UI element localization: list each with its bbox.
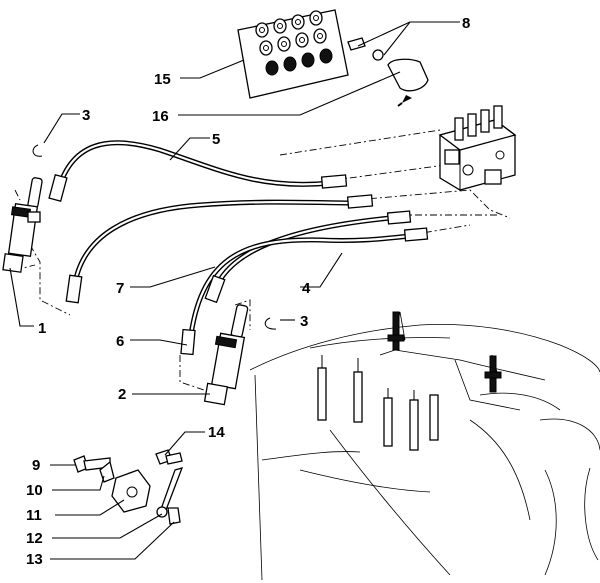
- callout-4: 4: [302, 280, 311, 297]
- callout-3-top: 3: [82, 107, 90, 124]
- callout-5: 5: [212, 131, 220, 148]
- plug-socket-hole: [295, 19, 301, 25]
- hydraulic-cylinder-left: [2, 177, 43, 273]
- plug-socket-hole: [281, 41, 287, 47]
- callout-16: 16: [152, 108, 169, 125]
- direction-arrow: [397, 95, 412, 107]
- plug-socket-hole: [313, 15, 319, 21]
- plug-socket: [319, 48, 333, 64]
- callout-9: 9: [32, 457, 40, 474]
- connector-plate: [237, 9, 349, 99]
- callout-1: 1: [38, 320, 46, 337]
- valve-block: [438, 105, 517, 191]
- plug-socket: [255, 22, 269, 38]
- callout-7: 7: [116, 280, 124, 297]
- assembly-guide-lines: [14, 129, 511, 393]
- callout-2: 2: [118, 386, 126, 403]
- hose-fittings: [48, 174, 429, 356]
- callout-14: 14: [208, 424, 225, 441]
- plug-socket: [301, 52, 315, 68]
- plug-socket: [265, 60, 279, 76]
- plug-parts: [347, 37, 429, 92]
- callout-3-right: 3: [300, 313, 308, 330]
- plug-socket: [313, 28, 327, 44]
- callout-13: 13: [26, 551, 43, 568]
- plug-socket-hole: [299, 37, 305, 43]
- circlip-parts: [32, 144, 277, 330]
- callout-11: 11: [26, 507, 42, 524]
- callout-10: 10: [26, 482, 43, 499]
- car-body-outline: [249, 311, 600, 581]
- hose-6: [71, 199, 358, 293]
- plug-socket: [295, 32, 309, 48]
- callout-15: 15: [154, 71, 171, 88]
- plug-socket-hole: [317, 33, 323, 39]
- plug-socket: [283, 56, 297, 72]
- hose-5: [54, 140, 333, 198]
- callout-8: 8: [462, 15, 470, 32]
- callout-6: 6: [116, 333, 124, 350]
- plug-socket: [291, 14, 305, 30]
- hydraulic-cylinder-right: [203, 304, 249, 406]
- plug-socket: [309, 10, 323, 26]
- plug-socket: [277, 36, 291, 52]
- plug-socket: [259, 40, 273, 56]
- plug-socket: [273, 18, 287, 34]
- callout-12: 12: [26, 530, 43, 547]
- plug-socket-hole: [263, 45, 269, 51]
- plug-socket-hole: [259, 27, 265, 33]
- callout-labels: 1 2 3 3 4 5 6 7 8 9 10 11 12 13 14 15 16: [26, 15, 470, 568]
- plug-socket-hole: [277, 23, 283, 29]
- leader-lines: [9, 21, 460, 560]
- car-internal-cylinders: [317, 311, 502, 451]
- small-parts-group: [73, 449, 184, 525]
- hose-4: [187, 233, 413, 345]
